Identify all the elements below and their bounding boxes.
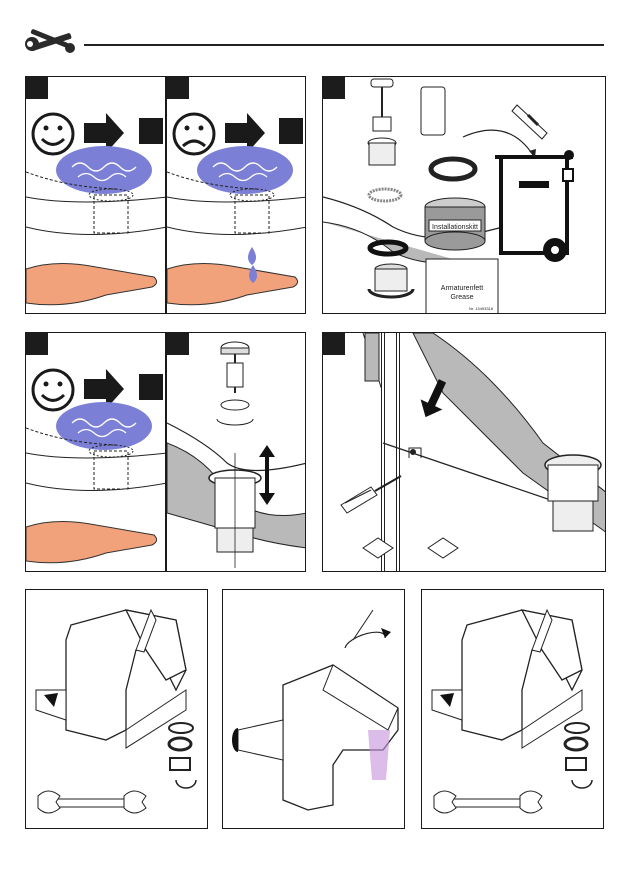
step-badge <box>323 77 345 99</box>
panel-blocked-drain <box>166 76 306 314</box>
grease-tin: Installationskitt <box>425 198 485 250</box>
wrench-icon <box>434 791 542 813</box>
step-badge <box>26 77 48 99</box>
panel-rod-install <box>322 332 606 572</box>
screwdriver-icon <box>341 476 401 513</box>
panel-disassembly-grease: Installationskitt Armaturenfett Grease N… <box>322 76 606 314</box>
sad-face-icon <box>174 114 214 154</box>
panel-faucet-reassemble <box>421 589 604 829</box>
panel-faucet-flow <box>222 589 405 829</box>
trash-bin-icon <box>495 150 574 262</box>
header-tools-icon <box>24 26 76 58</box>
step-badge <box>167 77 189 99</box>
step-badge <box>167 333 189 355</box>
step-badge <box>26 333 48 355</box>
box-line-1: Armaturenfett <box>441 285 483 292</box>
panel-good-drain <box>25 76 166 314</box>
panel-faucet-aerator <box>25 589 208 829</box>
panel-plug-adjust <box>166 332 306 572</box>
happy-face-icon <box>33 114 73 154</box>
box-code: Nr. 13493318 <box>469 306 494 311</box>
happy-face-icon <box>33 370 73 410</box>
header-rule <box>84 44 604 46</box>
panel-check-drain <box>25 332 166 572</box>
tin-label: Installationskitt <box>432 224 478 231</box>
step-badge <box>323 333 345 355</box>
box-line-2: Grease <box>451 294 474 301</box>
wrench-icon <box>38 791 146 813</box>
drain-plug-icon <box>217 342 253 425</box>
